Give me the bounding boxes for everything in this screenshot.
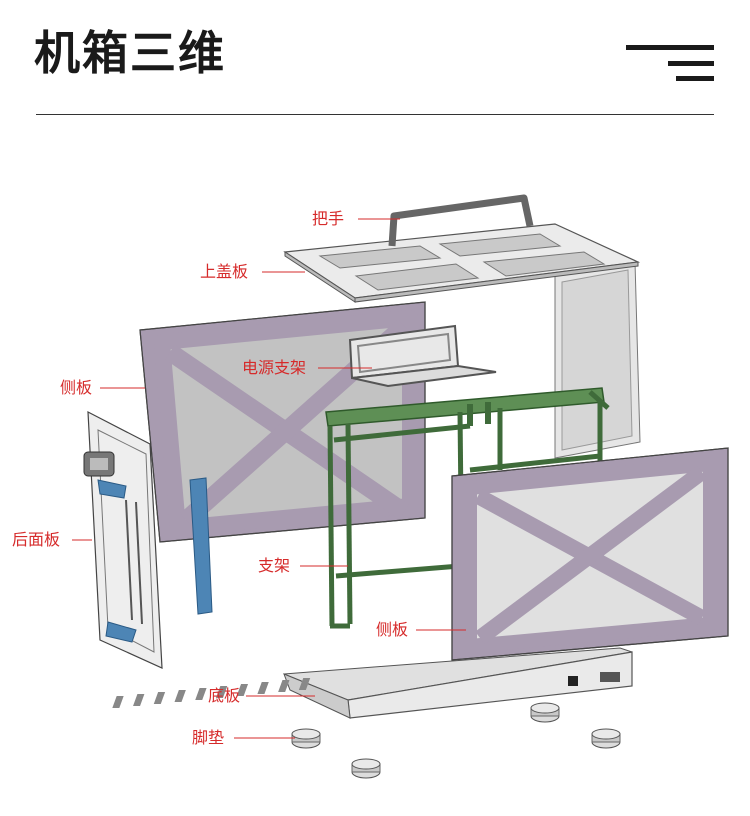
bottom-plate-part: [112, 647, 633, 719]
title-decoration-line-1: [626, 45, 714, 50]
label-side-panel-left: 侧板: [60, 378, 93, 397]
label-handle: 把手: [312, 209, 345, 228]
page-title: 机箱三维: [34, 26, 226, 80]
label-bottom-plate: 底板: [208, 686, 241, 705]
label-power-bracket: 电源支架: [242, 358, 307, 377]
title-decoration-line-3: [676, 76, 714, 81]
foot-pad-2: [530, 702, 560, 723]
leader-lines: [72, 218, 466, 739]
top-cover-part: [283, 223, 641, 303]
title-decoration-line-2: [668, 61, 714, 66]
label-bracket: 支架: [258, 556, 291, 575]
title-divider: [36, 114, 714, 115]
foot-pads: [291, 702, 621, 779]
rear-panel-part: [83, 410, 163, 669]
power-bracket-part: [348, 324, 497, 388]
label-rear-panel: 后面板: [12, 530, 61, 549]
foot-pad-4: [351, 758, 381, 779]
green-frame: [325, 387, 610, 629]
foot-pad-3: [591, 728, 621, 749]
label-foot-pad: 脚垫: [192, 728, 225, 747]
expansion-bracket: [189, 477, 213, 615]
back-side-panel: [554, 261, 641, 459]
label-side-panel-right: 侧板: [376, 620, 409, 639]
foot-pad-1: [291, 728, 321, 749]
label-top-cover: 上盖板: [200, 262, 249, 281]
right-side-panel: [451, 447, 729, 661]
handle-part: [388, 194, 534, 247]
